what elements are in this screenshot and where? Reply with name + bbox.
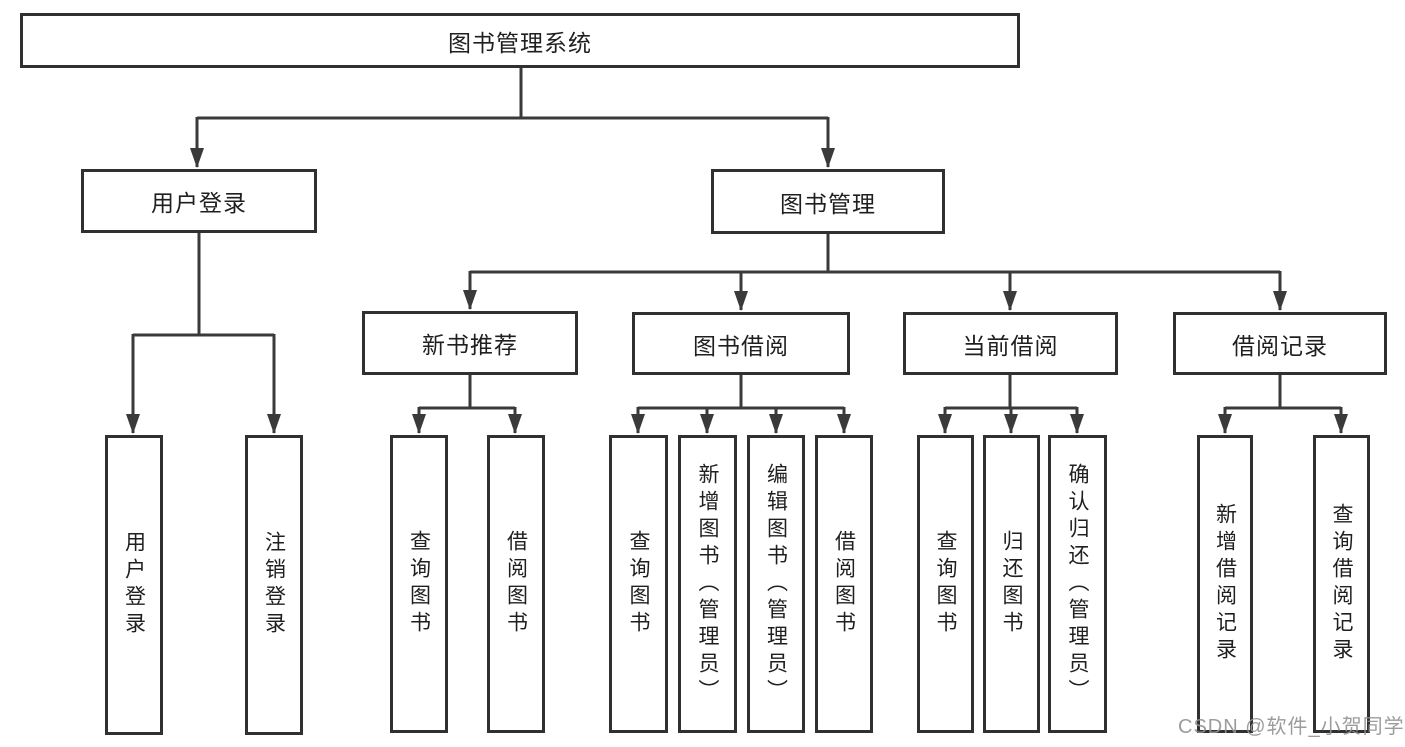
- leaf-confirm-return-admin-label: 确认归还（管理员）: [1066, 462, 1089, 706]
- connector-book-mgmt-elbow: [470, 234, 1280, 274]
- csdn-watermark: CSDN @软件_小贺同学: [1178, 716, 1405, 738]
- leaf-query-borrow-record: 查询借阅记录: [1313, 435, 1370, 733]
- leaf-borrow-books: 借阅图书: [815, 435, 873, 733]
- leaf-add-borrow-record-label: 新增借阅记录: [1213, 503, 1237, 665]
- leaf-user-login-label: 用户登录: [122, 531, 146, 639]
- leaf-logout: 注销登录: [245, 435, 303, 735]
- leaf-borrow-books-recommend: 借阅图书: [487, 435, 545, 733]
- node-book-management: 图书管理: [711, 169, 945, 234]
- leaf-query-books-recommend: 查询图书: [390, 435, 448, 733]
- leaf-logout-label: 注销登录: [262, 531, 286, 639]
- leaf-edit-books-admin-label: 编辑图书（管理员）: [764, 462, 788, 706]
- leaf-query-books-current: 查询图书: [917, 435, 974, 733]
- node-book-borrow: 图书借阅: [632, 312, 850, 375]
- leaf-query-books-current-label: 查询图书: [934, 530, 957, 638]
- leaf-query-books-borrow: 查询图书: [609, 435, 668, 733]
- node-borrow-records: 借阅记录: [1173, 312, 1387, 375]
- leaf-query-borrow-record-label: 查询借阅记录: [1330, 503, 1353, 665]
- node-current-borrow: 当前借阅: [903, 312, 1118, 375]
- leaf-query-books-recommend-label: 查询图书: [407, 530, 431, 638]
- leaf-borrow-books-recommend-label: 借阅图书: [504, 530, 528, 638]
- connector-current-borrow-elbow: [945, 375, 1077, 410]
- node-user-login: 用户登录: [81, 169, 317, 233]
- node-new-book-recommend: 新书推荐: [362, 311, 578, 375]
- leaf-borrow-books-label: 借阅图书: [832, 530, 856, 638]
- connector-borrow-records-elbow: [1225, 375, 1341, 410]
- leaf-return-books-label: 归还图书: [1000, 530, 1023, 638]
- connector-user-login-elbow: [133, 233, 274, 337]
- connector-root-elbow: [197, 66, 828, 120]
- leaf-add-books-admin-label: 新增图书（管理员）: [696, 462, 719, 706]
- leaf-add-books-admin: 新增图书（管理员）: [678, 435, 737, 733]
- connector-new-book-elbow: [419, 375, 515, 410]
- leaf-edit-books-admin: 编辑图书（管理员）: [747, 435, 805, 733]
- leaf-add-borrow-record: 新增借阅记录: [1197, 435, 1253, 733]
- leaf-return-books: 归还图书: [983, 435, 1040, 733]
- node-library-system: 图书管理系统: [20, 13, 1020, 68]
- connector-book-borrow-elbow: [638, 375, 844, 410]
- leaf-confirm-return-admin: 确认归还（管理员）: [1048, 435, 1107, 733]
- leaf-query-books-borrow-label: 查询图书: [627, 530, 650, 638]
- leaf-user-login: 用户登录: [105, 435, 163, 735]
